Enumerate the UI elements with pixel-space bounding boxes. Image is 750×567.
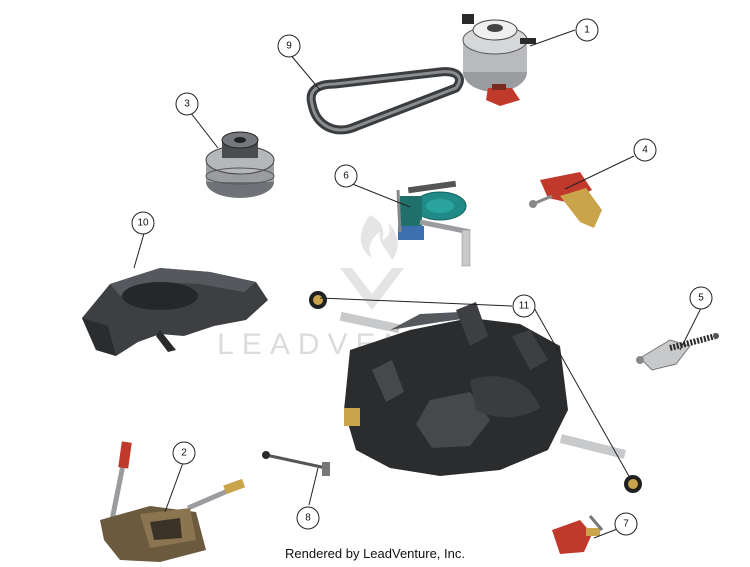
part-9-drive-belt: [306, 67, 464, 135]
part-1-pto-clutch: [462, 14, 536, 106]
part-2-control-levers: [100, 441, 246, 562]
part-5-idler-arm: [636, 333, 719, 371]
part-4-bracket: [529, 172, 602, 228]
part-3-pulley: [205, 131, 275, 198]
callout-8: 8: [296, 506, 320, 530]
part-8-control-rod: [262, 451, 330, 476]
part-11-transaxle: [309, 291, 642, 493]
callout-label: 6: [343, 171, 349, 182]
callout-label: 10: [137, 218, 149, 229]
callout-10: 10: [131, 211, 155, 235]
part-7-bracket: [552, 515, 604, 554]
callout-5: 5: [689, 286, 713, 310]
callout-group: 1 2 3 4 5 6 7 8: [131, 18, 713, 536]
callout-11: 11: [512, 294, 536, 318]
callout-label: 1: [584, 25, 590, 36]
part-6-control-linkage: [396, 180, 471, 267]
callout-label: 5: [698, 293, 704, 304]
callout-9: 9: [277, 34, 301, 58]
callout-label: 3: [184, 99, 190, 110]
part-10-cover: [82, 268, 268, 356]
callout-label: 7: [623, 519, 629, 530]
callout-label: 2: [181, 448, 187, 459]
callout-3: 3: [175, 92, 199, 116]
rendered-by-caption: Rendered by LeadVenture, Inc.: [285, 546, 465, 561]
callout-label: 4: [642, 145, 648, 156]
callout-label: 8: [305, 513, 311, 524]
callout-7: 7: [614, 512, 638, 536]
callout-label: 9: [286, 41, 292, 52]
callout-label: 11: [519, 301, 530, 312]
callout-1: 1: [575, 18, 599, 42]
callout-6: 6: [334, 164, 358, 188]
leader-lines: [133, 29, 702, 539]
callout-2: 2: [172, 441, 196, 465]
callout-4: 4: [633, 138, 657, 162]
